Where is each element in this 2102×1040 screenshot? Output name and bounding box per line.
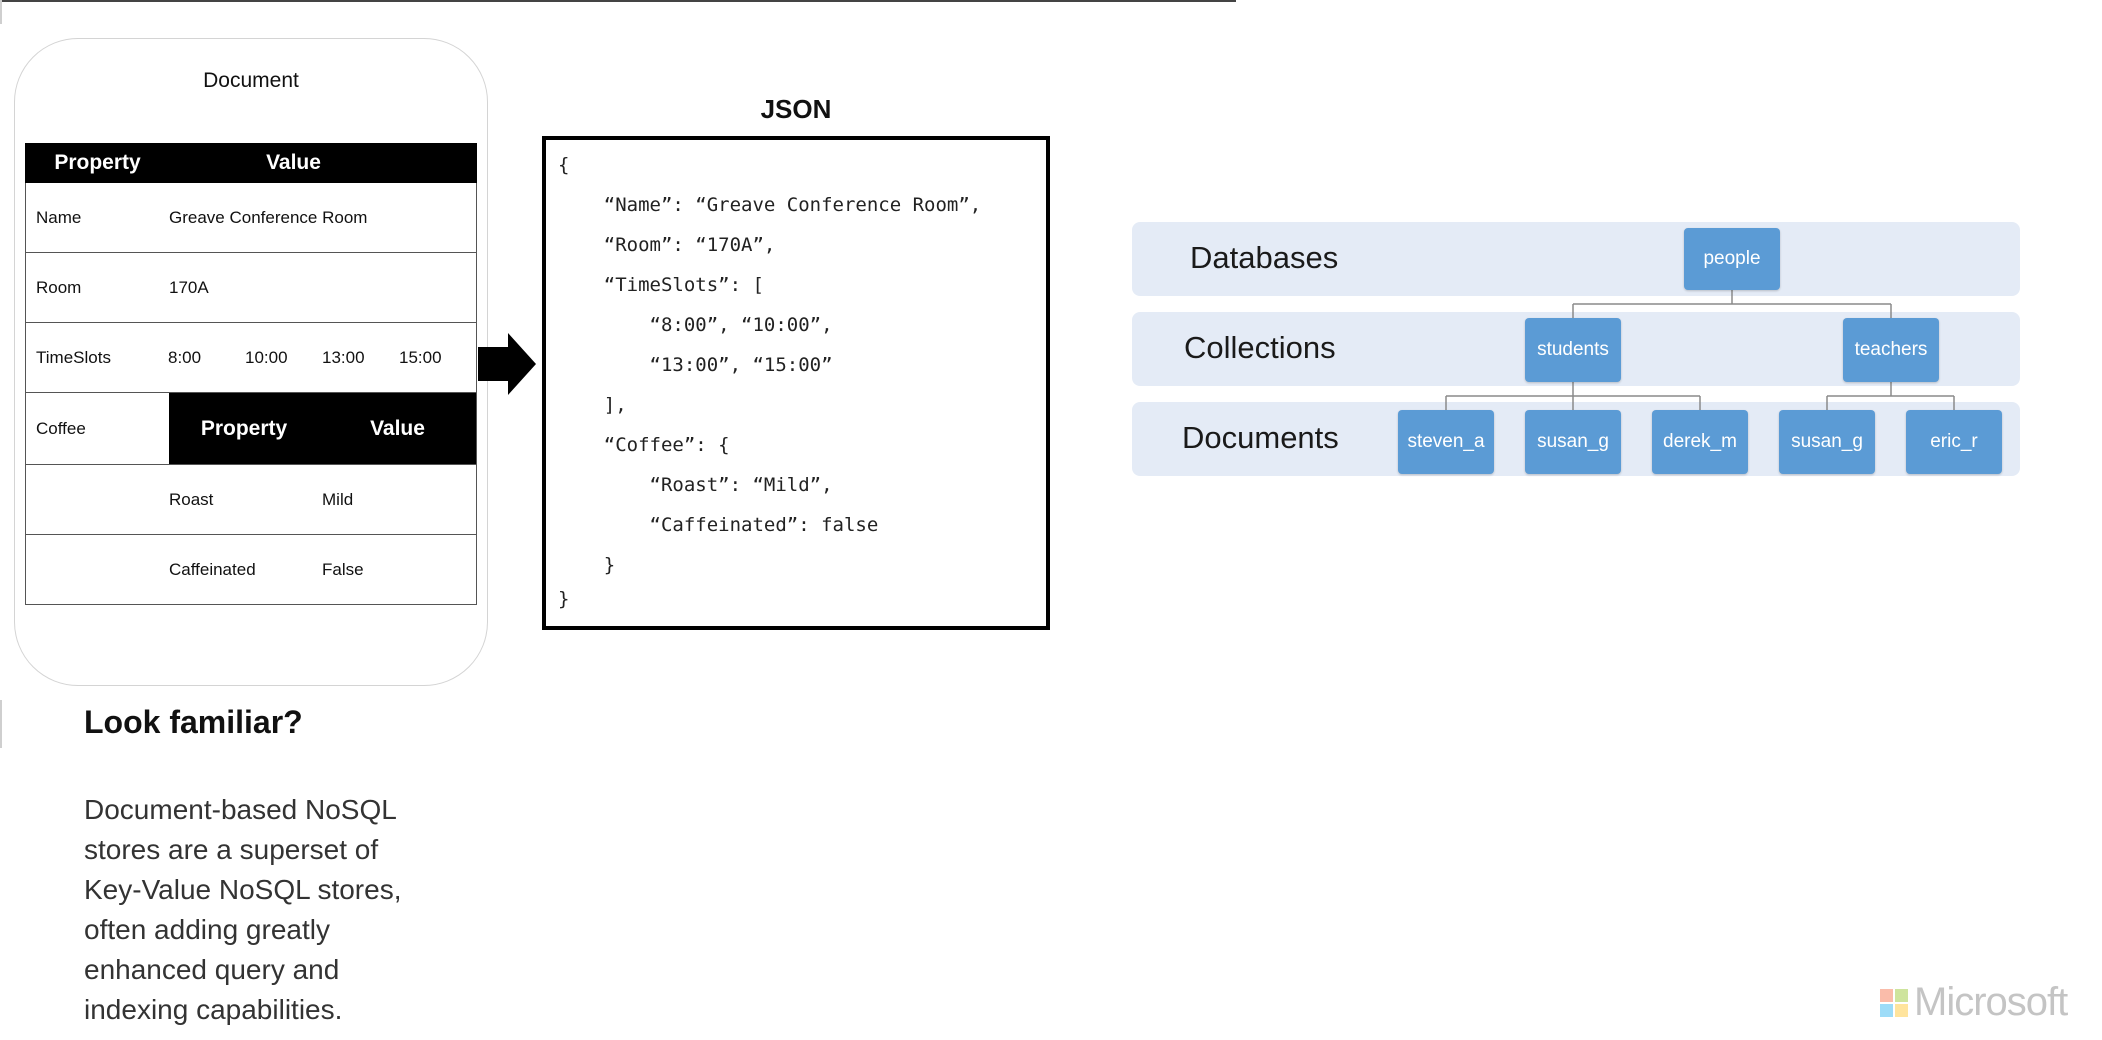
nested-table-row: Caffeinated False [25,535,477,605]
code-line: “8:00”, “10:00”, [558,314,833,336]
left-edge-mark [0,700,2,748]
node-document: steven_a [1398,410,1494,474]
logo-square [1895,1003,1908,1017]
header-value: Value [266,151,321,174]
table-row: Room 170A [25,253,477,323]
nested-header-property: Property [200,416,288,440]
microsoft-wordmark: Microsoft [1914,980,2068,1024]
description-text: Document-based NoSQL stores are a supers… [84,790,464,1030]
nested-value: Mild [322,489,354,509]
node-document: susan_g [1779,410,1875,474]
code-line: } [558,588,570,610]
text-line: Key-Value NoSQL stores, [84,874,402,905]
top-rule [0,0,1236,2]
level-label-documents: Documents [1182,420,1339,455]
microsoft-logo: Microsoft [1880,980,2068,1025]
code-line: “TimeSlots”: [ [558,274,764,296]
code-line: “Coffee”: { [558,434,730,456]
text-line: Document-based NoSQL [84,794,397,825]
windows-logo-icon [1880,988,1908,1017]
row-key: TimeSlots [36,347,111,367]
code-line: “Name”: “Greave Conference Room”, [558,194,982,216]
nested-row: Coffee Property Value [25,393,477,465]
row-value: 170A [169,277,209,297]
node-collection: teachers [1843,318,1939,382]
time-slots: 8:00 10:00 13:00 15:00 [168,348,476,368]
document-title: Document [203,69,299,92]
logo-square [1895,988,1908,1002]
nested-value: False [322,559,364,579]
table-row: Name Greave Conference Room [25,183,477,253]
databases-band [1132,222,2020,296]
nested-header-value: Value [370,416,425,440]
nested-table-row: Roast Mild [25,465,477,535]
row-value: Greave Conference Room [169,207,368,227]
row-key: Name [36,207,82,227]
node-database: people [1684,228,1780,290]
time-slot: 15:00 [399,347,442,367]
time-slot: 8:00 [168,347,202,367]
node-collection: students [1525,318,1621,382]
code-line: “Roast”: “Mild”, [558,474,833,496]
nested-table-header: Property Value [169,393,476,464]
level-label-databases: Databases [1190,240,1339,275]
code-line: } [558,554,616,576]
left-edge-mark [0,0,2,24]
property-value-table: Property Value Name Greave Conference Ro… [25,143,477,605]
nested-key: Caffeinated [169,559,256,579]
nested-pair: Caffeinated False [169,560,476,580]
code-line: { [558,154,570,176]
json-title: JSON [760,94,832,124]
header-property: Property [54,151,141,174]
text-line: enhanced query and [84,954,340,985]
code-line: ], [558,394,627,416]
nested-pair: Roast Mild [169,490,476,510]
text-line: often adding greatly [84,914,330,945]
level-label-collections: Collections [1184,330,1336,365]
text-line: indexing capabilities. [84,994,343,1025]
table-row: TimeSlots 8:00 10:00 13:00 15:00 [25,323,477,393]
code-line: “Room”: “170A”, [558,234,776,256]
time-slot: 13:00 [322,347,365,367]
node-document: susan_g [1525,410,1621,474]
time-slot: 10:00 [245,347,288,367]
code-line: “13:00”, “15:00” [558,354,833,376]
document-card: Document Property Value Name Greave Conf… [14,38,488,686]
table-header: Property Value [25,143,477,183]
right-arrow-icon [478,333,536,395]
row-key: Room [36,277,82,297]
code-line: “Caffeinated”: false [558,514,879,536]
section-heading: Look familiar? [84,704,303,740]
nested-key: Roast [169,489,214,509]
node-document: derek_m [1652,410,1748,474]
text-line: stores are a superset of [84,834,379,865]
row-key: Coffee [36,418,86,438]
json-code-box: { “Name”: “Greave Conference Room”, “Roo… [542,136,1050,630]
node-document: eric_r [1906,410,2002,474]
logo-square [1880,988,1893,1002]
logo-square [1880,1003,1893,1017]
